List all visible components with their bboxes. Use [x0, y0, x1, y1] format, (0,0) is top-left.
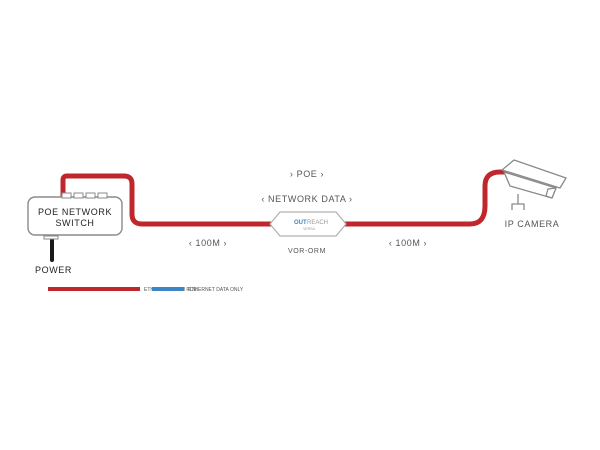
left-distance-label: ‹ 100M › [189, 238, 227, 248]
switch-label-line2: SWITCH [55, 218, 94, 228]
legend: ETHERNET WITH POE ETHERNET DATA ONLY [48, 287, 244, 293]
power-label: POWER [35, 265, 72, 275]
poe-extender-icon: OUT REACH VERSA [269, 211, 347, 237]
network-switch-icon: POE NETWORK SWITCH [27, 192, 123, 240]
extender-brand-a: OUT [294, 220, 307, 226]
switch-label-line1: POE NETWORK [38, 207, 112, 217]
extender-brand-b: REACH [307, 220, 328, 226]
network-data-label: ‹ NETWORK DATA › [261, 194, 352, 204]
camera-label: IP CAMERA [505, 219, 560, 229]
extender-brand-sub: VERSA [303, 227, 316, 231]
legend-label-data: ETHERNET DATA ONLY [188, 287, 244, 293]
extender-model-label: VOR-ORM [288, 248, 326, 255]
right-distance-label: ‹ 100M › [389, 238, 427, 248]
ip-camera-icon [501, 159, 567, 210]
poe-label: › POE › [290, 169, 324, 179]
poe-cable-main [60, 169, 509, 227]
